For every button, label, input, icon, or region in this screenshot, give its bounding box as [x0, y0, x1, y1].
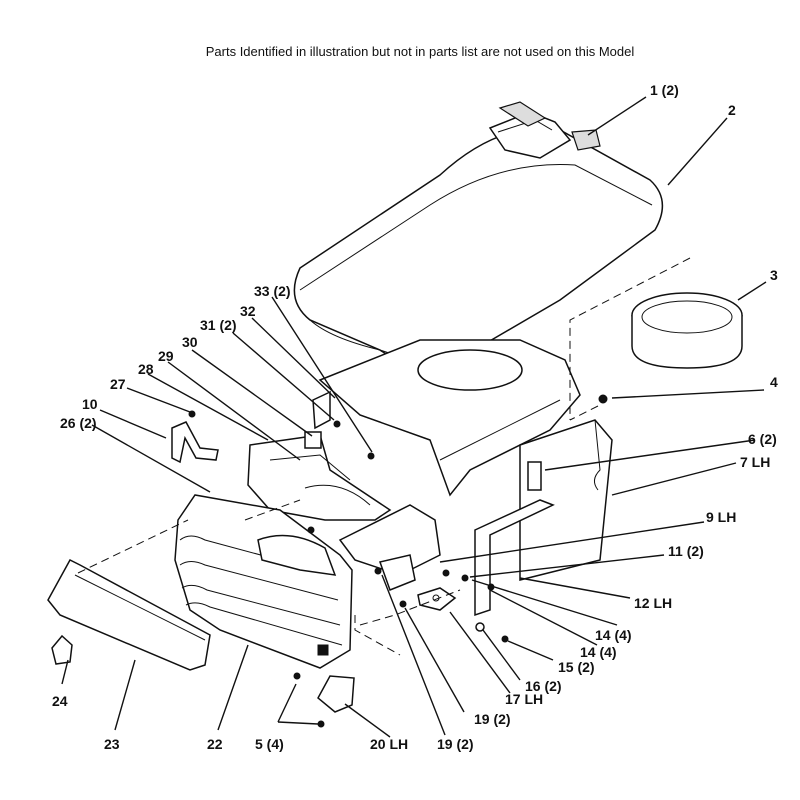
hood — [293, 101, 664, 371]
grille — [174, 494, 353, 669]
callout-24: 24 — [52, 693, 68, 709]
callout-1: 1 (2) — [650, 82, 679, 98]
hood-shroud — [318, 339, 581, 497]
callout-29: 29 — [158, 348, 174, 364]
callout-9: 9 LH — [706, 509, 737, 525]
small-bracket-left — [171, 421, 219, 464]
callout-4: 4 — [770, 374, 778, 390]
callout-2: 2 — [728, 102, 736, 118]
callout-15: 15 (2) — [558, 659, 595, 675]
callout-14b: 14 (4) — [580, 644, 617, 660]
callout-11: 11 (2) — [668, 543, 704, 559]
side-panel — [519, 419, 613, 581]
plate-lh — [317, 675, 355, 713]
callout-19a: 19 (2) — [474, 711, 511, 727]
callout-19b: 19 (2) — [437, 736, 474, 752]
assembly-lines — [77, 257, 691, 656]
callout-23: 23 — [104, 736, 120, 752]
ring-part — [631, 292, 743, 369]
leader-lines — [61, 96, 767, 738]
callout-14a: 14 (4) — [595, 627, 632, 643]
callout-7: 7 LH — [740, 454, 771, 470]
callout-20: 20 LH — [370, 736, 409, 752]
callout-3: 3 — [770, 267, 778, 283]
bracket-part — [474, 499, 555, 617]
callout-17: 17 LH — [505, 691, 544, 707]
callout-32: 32 — [240, 303, 256, 319]
callout-27: 27 — [110, 376, 126, 392]
plate-part — [51, 634, 73, 665]
callout-16: 16 (2) — [525, 678, 562, 694]
callout-28: 28 — [138, 361, 154, 377]
callout-22: 22 — [207, 736, 223, 752]
callout-12: 12 LH — [634, 595, 673, 611]
bumper — [47, 559, 211, 671]
upper-grille-panel — [247, 431, 392, 521]
callout-30: 30 — [182, 334, 198, 350]
callout-10: 10 — [82, 396, 98, 412]
callout-6: 6 (2) — [748, 431, 777, 447]
center-bracket — [338, 504, 441, 591]
callout-26: 26 (2) — [60, 415, 97, 431]
callout-33: 33 (2) — [254, 283, 291, 299]
parts-note: Parts Identified in illustration but not… — [205, 44, 635, 59]
callout-5: 5 (4) — [255, 736, 284, 752]
callout-31: 31 (2) — [200, 317, 237, 333]
